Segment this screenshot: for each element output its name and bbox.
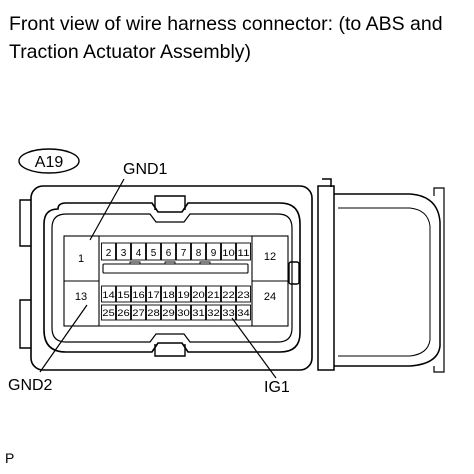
pin-cell (236, 242, 251, 261)
pin-cell (146, 304, 161, 321)
pin-29-label: 29 (162, 308, 175, 318)
pin-5-label: 5 (151, 248, 157, 259)
bottom-lock-tab (154, 344, 186, 357)
gnd1-leader (89, 178, 125, 241)
diagram-title: Front view of wire harness connector: (t… (9, 13, 443, 63)
pin-32-label: 32 (207, 308, 220, 318)
pin-11-label: 11 (237, 248, 250, 258)
pin-cell (176, 285, 191, 303)
pin-cell (146, 242, 161, 261)
pin-21-label: 21 (207, 290, 220, 300)
pin-cell (221, 285, 236, 303)
keyway (102, 263, 249, 274)
pin-23-label: 23 (237, 290, 250, 300)
left-ear-bottom (19, 299, 31, 349)
pin-cell (176, 304, 191, 321)
pin-24-label: 24 (264, 291, 276, 303)
pin-20-label: 20 (192, 290, 205, 300)
pin-16-label: 16 (132, 290, 145, 300)
connector-side-view (317, 178, 445, 373)
pin-1-label: 1 (78, 253, 84, 265)
connector-code-badge (18, 148, 80, 174)
pin-7-label: 7 (181, 248, 187, 259)
pin-25-label: 25 (102, 308, 115, 318)
pin-31-label: 31 (192, 308, 205, 318)
pin-4-label: 4 (136, 248, 142, 259)
side-view-rear-body (317, 185, 335, 371)
shroud-inner (51, 213, 293, 343)
pin-cell (206, 285, 221, 303)
pin-17-label: 17 (147, 290, 160, 300)
figure-code: P (5, 450, 15, 466)
pin-8-label: 8 (196, 248, 202, 259)
ig1-leader (231, 317, 277, 379)
pin-cell (236, 304, 251, 321)
pin-26-label: 26 (117, 308, 130, 318)
connector-code-label: A19 (35, 154, 64, 171)
pin-cell (131, 242, 146, 261)
right-latch (288, 261, 300, 285)
pin-cell (131, 285, 146, 303)
pin-12-label: 12 (264, 251, 276, 263)
pin-22-label: 22 (222, 290, 235, 300)
pin-cell (191, 242, 206, 261)
pin-cell (101, 304, 116, 321)
outer-housing (30, 185, 313, 371)
connector-front-view (19, 185, 313, 371)
pin-28-label: 28 (147, 308, 160, 318)
pin-cell (146, 285, 161, 303)
pin-9-label: 9 (211, 248, 217, 259)
gnd2-label: GND2 (8, 377, 53, 394)
pin-18-label: 18 (162, 290, 175, 300)
pin-cell (176, 242, 191, 261)
side-view-lock-tab (322, 178, 332, 187)
pin-cell (221, 242, 236, 261)
pin-cell (131, 304, 146, 321)
cavity-frame (63, 235, 289, 327)
pin-cell (116, 304, 131, 321)
pin-6-label: 6 (166, 248, 172, 259)
pin-cell (236, 285, 251, 303)
pin-cell (161, 242, 176, 261)
pin-34-label: 34 (237, 308, 250, 318)
top-lock-tab (154, 195, 186, 210)
pin-cell (206, 304, 221, 321)
keyway-notches (129, 261, 211, 264)
pin-cell (191, 285, 206, 303)
pin-cell (191, 304, 206, 321)
pin-30-label: 30 (177, 308, 190, 318)
pin-2-label: 2 (106, 248, 112, 259)
pin-13-label: 13 (75, 291, 87, 303)
gnd1-label: GND1 (123, 161, 168, 178)
side-view-inner-line (338, 207, 431, 357)
left-ear-top (19, 199, 31, 247)
pin-cell (101, 242, 116, 261)
pin-10-label: 10 (222, 248, 235, 258)
gnd2-leader (39, 304, 88, 373)
side-view-step (433, 187, 445, 373)
pin-27-label: 27 (132, 308, 145, 318)
pin-3-label: 3 (121, 248, 127, 259)
pin-cell (221, 304, 236, 321)
pin-cell (161, 285, 176, 303)
pin-cell (206, 242, 221, 261)
shroud-outer (43, 202, 301, 353)
pin-14-label: 14 (102, 290, 115, 300)
pin-cell (161, 304, 176, 321)
pin-33-label: 33 (222, 308, 235, 318)
pin-cell (101, 285, 116, 303)
pin-15-label: 15 (117, 290, 130, 300)
ig1-label: IG1 (264, 379, 290, 396)
pin-cell (116, 285, 131, 303)
pin-19-label: 19 (177, 290, 190, 300)
side-view-housing (334, 193, 441, 367)
pin-cell (116, 242, 131, 261)
